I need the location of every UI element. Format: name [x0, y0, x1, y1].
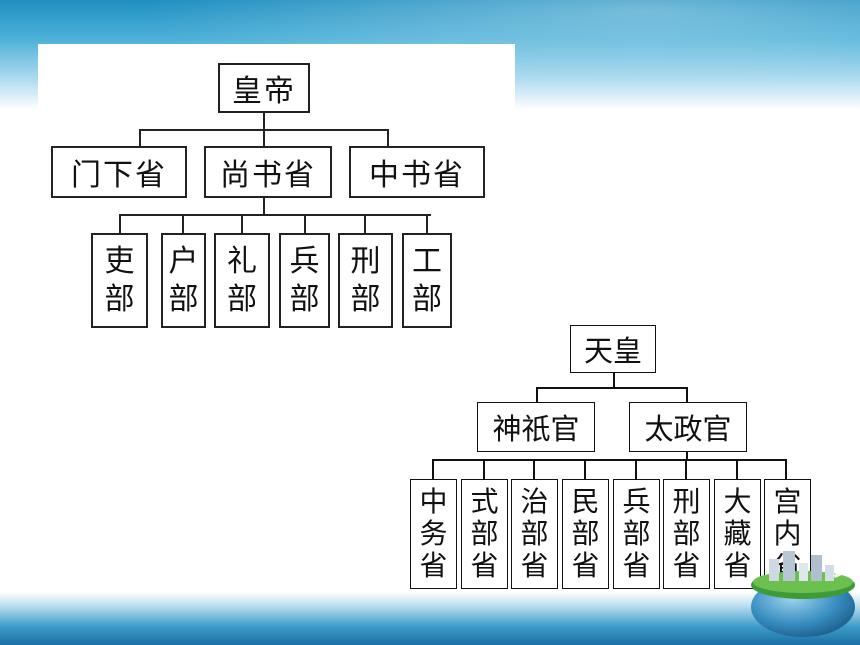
ministry-box: 户部 [161, 233, 206, 328]
connector [263, 113, 265, 130]
globe-city-icon [751, 551, 855, 637]
connector [483, 459, 485, 480]
connector [533, 459, 535, 480]
connector [536, 387, 538, 403]
connector [426, 214, 428, 234]
emperor-box: 皇帝 [218, 63, 310, 113]
connector [182, 214, 184, 234]
connector [686, 452, 688, 460]
ministry-box: 礼部 [214, 233, 270, 328]
connector [785, 459, 787, 480]
connector [387, 129, 389, 147]
ministry-box: 工部 [402, 233, 452, 328]
ministry-box: 中务省 [410, 479, 457, 589]
menxia-sheng-box: 门下省 [51, 146, 187, 198]
ministry-box: 式部省 [461, 479, 508, 589]
connector [635, 459, 637, 480]
connector [432, 459, 434, 480]
connector [685, 459, 687, 480]
ministry-box: 大藏省 [714, 479, 761, 589]
ministry-box: 刑部 [338, 233, 393, 328]
connector [613, 373, 615, 388]
ministry-box: 兵部 [279, 233, 330, 328]
connector [584, 459, 586, 480]
connector [139, 129, 141, 147]
connector [119, 214, 431, 216]
tenno-box: 天皇 [570, 325, 656, 373]
connector [241, 214, 243, 234]
ministry-box: 刑部省 [663, 479, 710, 589]
connector [432, 459, 786, 461]
zhongshu-sheng-box: 中书省 [349, 146, 485, 198]
connector [304, 214, 306, 234]
jingi-kan-box: 神祇官 [477, 402, 595, 452]
dajo-kan-box: 太政官 [629, 402, 747, 452]
connector [263, 198, 265, 215]
ministry-box: 兵部省 [613, 479, 660, 589]
connector [263, 129, 265, 147]
connector [119, 214, 121, 234]
connector [686, 387, 688, 403]
ministry-box: 民部省 [562, 479, 609, 589]
connector [364, 214, 366, 234]
ministry-box: 治部省 [511, 479, 558, 589]
footer-background [0, 592, 860, 645]
ministry-box: 吏部 [91, 233, 148, 328]
connector [736, 459, 738, 480]
shangshu-sheng-box: 尚书省 [204, 146, 332, 198]
connector [536, 387, 687, 389]
